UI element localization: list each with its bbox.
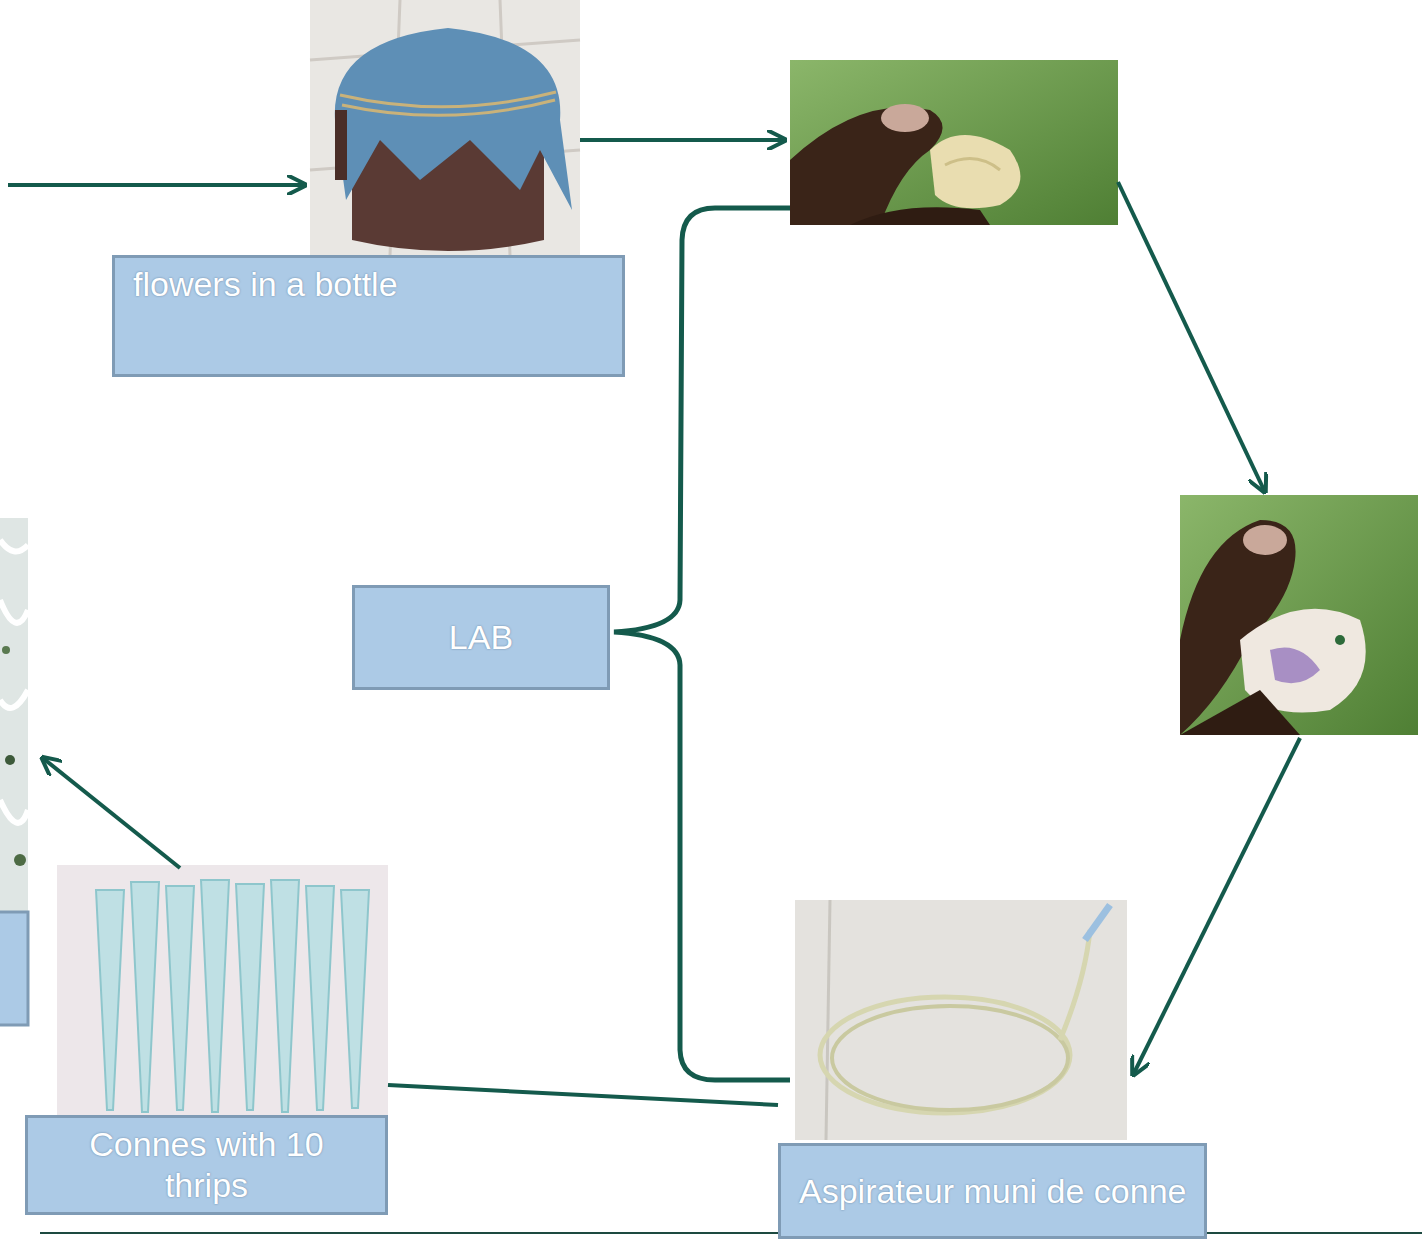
bottle-photo <box>310 0 580 255</box>
photo-step-node: Connes with 10 thrips <box>25 865 388 1215</box>
cut-label-box <box>0 912 28 1025</box>
caption-box: LAB <box>352 585 610 690</box>
flower-photo <box>790 60 1118 225</box>
connector-line <box>388 1085 778 1105</box>
flow-arrows <box>8 140 1300 1073</box>
caption-text: Connes with 10 thrips <box>46 1124 367 1206</box>
caption-box: Aspirateur muni de conne <box>778 1143 1207 1239</box>
cones-photo <box>57 865 388 1140</box>
caption-text: LAB <box>449 617 513 658</box>
footer-rule <box>40 1232 1422 1234</box>
photo-step-node: flowers in a bottle <box>112 0 625 378</box>
caption-box: Connes with 10 thrips <box>25 1115 388 1215</box>
photo-step-node: Aspirateur muni de conne <box>778 900 1208 1239</box>
net-photo <box>0 518 28 915</box>
photo-step-node: LAB <box>352 585 610 690</box>
open-flower-photo <box>1180 495 1418 735</box>
caption-text: Aspirateur muni de conne <box>799 1171 1186 1212</box>
lab-bracket <box>614 208 790 1080</box>
caption-box: flowers in a bottle <box>112 255 625 377</box>
aspirator-photo <box>795 900 1127 1140</box>
caption-text: flowers in a bottle <box>133 264 398 305</box>
